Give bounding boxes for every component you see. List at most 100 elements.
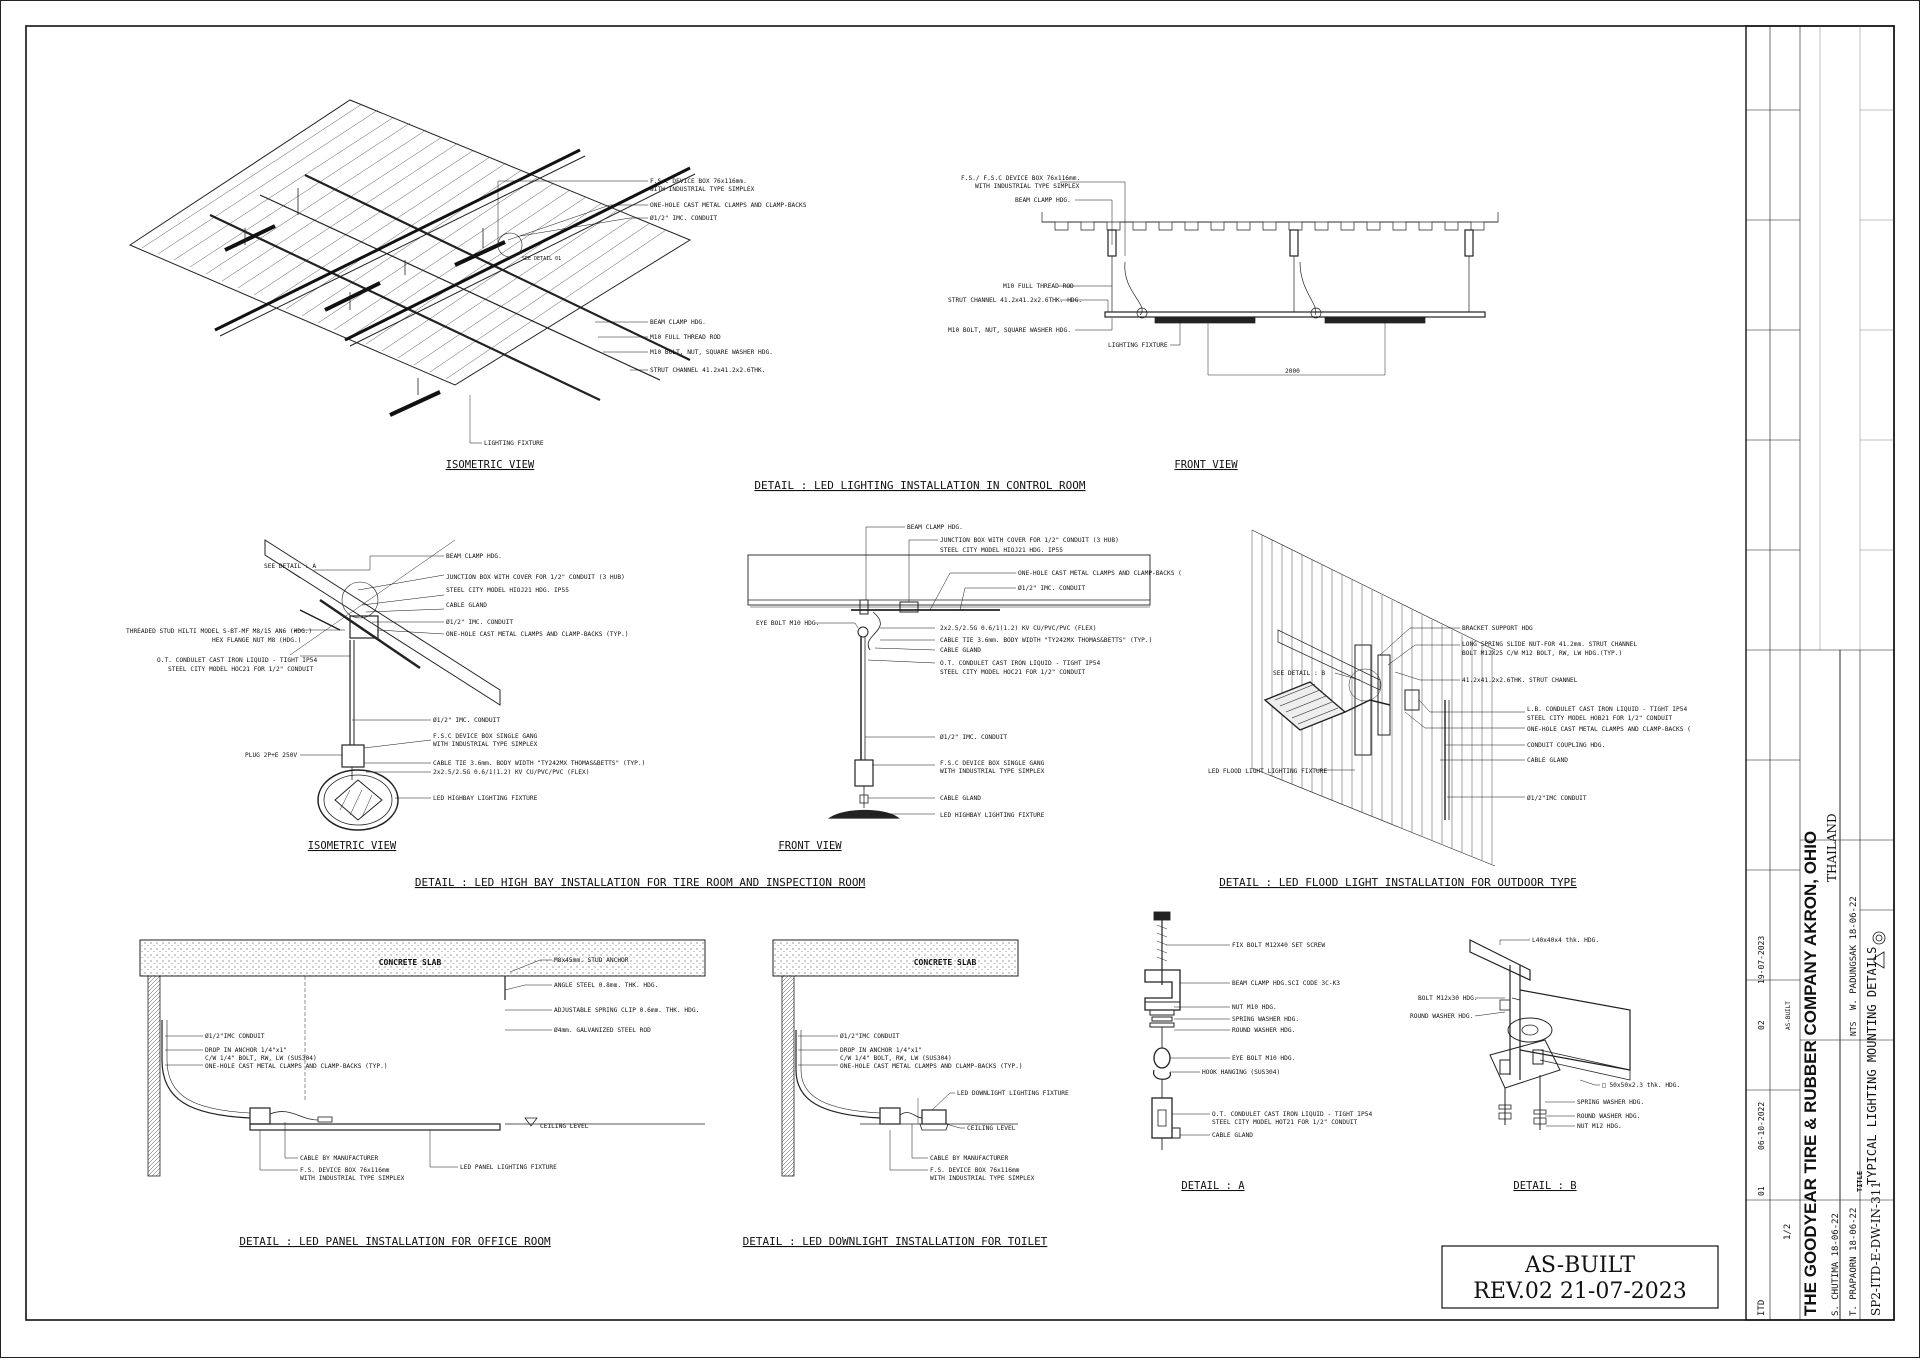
panel-label: M8x45mm. STUD ANCHOR [554, 957, 629, 964]
hb-iso-label: F.S.C DEVICE BOX SINGLE GANG [433, 733, 538, 740]
as-built-stamp: AS-BUILT REV.02 21-07-2023 [1441, 1245, 1719, 1309]
flood-label: BRACKET SUPPORT HDG [1462, 625, 1533, 632]
detail-b-leaders [1474, 939, 1600, 1127]
company-name: THE GOODYEAR TIRE & RUBBER COMPANY AKRON… [1801, 831, 1820, 1316]
iso-label: Ø1/2" IMC. CONDUIT [650, 214, 717, 222]
control-room-detail-title: DETAIL : LED LIGHTING INSTALLATION IN CO… [754, 479, 1086, 492]
hb-iso-label: SEE DETAIL : A [264, 563, 316, 570]
control-room-isometric-view [128, 99, 696, 440]
downlight-label: WITH INDUSTRIAL TYPE SIMPLEX [930, 1175, 1035, 1182]
high-bay-iso-title: ISOMETRIC VIEW [308, 840, 397, 852]
hb-front-label: BEAM CLAMP HDG. [907, 524, 963, 531]
panel-label: CONCRETE SLAB [379, 958, 442, 967]
hb-iso-label: CABLE GLAND [446, 602, 487, 609]
detail-a-label: NUT M10 HDG. [1232, 1004, 1277, 1011]
hb-front-label: ONE-HOLE CAST METAL CLAMPS AND CLAMP-BAC… [1018, 570, 1182, 577]
detail-a-label: STEEL CITY MODEL HOT21 FOR 1/2" CONDUIT [1212, 1119, 1358, 1126]
hb-iso-label: 2x2.5/2.5G 0.6/1(1.2) KV CU/PVC/PVC (FLE… [433, 769, 589, 776]
front-label: F.S./ F.S.C DEVICE BOX 76x116mm. [961, 175, 1080, 182]
high-bay-front-view [747, 554, 1151, 819]
downlight-view [772, 939, 1019, 1177]
detail-b-label: ROUND WASHER HDG. [1577, 1113, 1640, 1120]
hb-front-label: EYE BOLT M10 HDG. [756, 620, 819, 627]
panel-label: C/W 1/4" BOLT, RW, LW (SUS304) [205, 1055, 317, 1062]
downlight-label: CABLE BY MANUFACTURER [930, 1155, 1009, 1162]
panel-label: WITH INDUSTRIAL TYPE SIMPLEX [300, 1175, 405, 1182]
country: THAILAND [1825, 813, 1839, 882]
high-bay-iso-leaders [294, 555, 445, 799]
hb-front-label: LED HIGHBAY LIGHTING FIXTURE [940, 812, 1045, 819]
checked-by: S. CHUTIMA 18-06-22 [1831, 1213, 1841, 1316]
front-label: 2000 [1285, 368, 1300, 375]
hb-iso-label: PLUG 2P+E 250V [245, 752, 297, 759]
detail-a-title: DETAIL : A [1181, 1180, 1245, 1192]
front-label: WITH INDUSTRIAL TYPE SIMPLEX [975, 183, 1080, 190]
flood-label: L.B. CONDULET CAST IRON LIQUID - TIGHT I… [1527, 706, 1687, 713]
panel-label: ADJUSTABLE SPRING CLIP 0.6mm. THK. HDG. [554, 1007, 699, 1014]
rev-1-date: 06-10-2022 [1757, 1102, 1766, 1150]
hb-iso-label: O.T. CONDULET CAST IRON LIQUID - TIGHT I… [157, 657, 317, 664]
panel-label: LED PANEL LIGHTING FIXTURE [460, 1164, 557, 1171]
iso-label: LIGHTING FIXTURE [484, 440, 544, 447]
control-room-iso-labels: F.S.C DEVICE BOX 76x116mm. WITH INDUSTRI… [484, 178, 807, 447]
title-block-text: THE GOODYEAR TIRE & RUBBER COMPANY AKRON… [1757, 813, 1883, 1316]
panel-label: ONE-HOLE CAST METAL CLAMPS AND CLAMP-BAC… [205, 1063, 388, 1070]
detail-a-labels: FIX BOLT M12X40 SET SCREW BEAM CLAMP HDG… [1202, 942, 1372, 1139]
detail-b-label: BOLT M12x30 HDG. [1418, 995, 1478, 1002]
control-room-iso-leaders [469, 180, 648, 444]
rev-2-date: 19-07-2023 [1757, 936, 1766, 984]
title-block [1745, 25, 1895, 1321]
downlight-label: CONCRETE SLAB [914, 958, 977, 967]
flood-label: Ø1/2"IMC CONDUIT [1527, 794, 1587, 802]
control-room-iso-title: ISOMETRIC VIEW [446, 459, 535, 471]
hb-front-label: Ø1/2" IMC. CONDUIT [1018, 584, 1085, 592]
downlight-label: ONE-HOLE CAST METAL CLAMPS AND CLAMP-BAC… [840, 1063, 1023, 1070]
hb-iso-label: STEEL CITY MODEL HIOJ21 HDG. IP55 [446, 587, 569, 594]
panel-detail-title: DETAIL : LED PANEL INSTALLATION FOR OFFI… [239, 1235, 551, 1248]
hb-iso-label: STEEL CITY MODEL HOC21 FOR 1/2" CONDUIT [168, 666, 314, 673]
detail-b-label: NUT M12 HDG. [1577, 1123, 1622, 1130]
detail-a-label: CABLE GLAND [1212, 1132, 1253, 1139]
led-panel-labels: CONCRETE SLAB M8x45mm. STUD ANCHOR ANGLE… [205, 957, 699, 1182]
panel-label: Ø1/2"IMC CONDUIT [205, 1032, 265, 1040]
flood-label: 41.2x41.2x2.6THK. STRUT CHANNEL [1462, 677, 1578, 684]
detail-a-leaders [1166, 944, 1230, 1136]
hb-front-label: WITH INDUSTRIAL TYPE SIMPLEX [940, 768, 1045, 775]
high-bay-iso-labels: SEE DETAIL : A BEAM CLAMP HDG. JUNCTION … [126, 553, 645, 802]
iso-label: F.S.C DEVICE BOX 76x116mm. [650, 178, 747, 185]
detail-a-label: SPRING WASHER HDG. [1232, 1016, 1299, 1023]
hb-front-label: JUNCTION BOX WITH COVER FOR 1/2" CONDUIT… [940, 537, 1119, 544]
detail-b-label: SPRING WASHER HDG. [1577, 1099, 1644, 1106]
detail-a-label: FIX BOLT M12X40 SET SCREW [1232, 942, 1325, 949]
downlight-label: LED DOWNLIGHT LIGHTING FIXTURE [957, 1090, 1069, 1097]
front-label: STRUT CHANNEL 41.2x41.2x2.6THK. HDG. [948, 297, 1082, 304]
flood-label: LED FLOOD LIGHT LIGHTING FIXTURE [1208, 768, 1327, 775]
drawing-title: TYPICAL LIGHTING MOUNTING DETAILS [1865, 947, 1879, 1185]
detail-a-label: BEAM CLAMP HDG.SCI CODE 3C-K3 [1232, 980, 1340, 987]
high-bay-isometric-view [264, 539, 501, 831]
control-room-front-view [1041, 212, 1499, 376]
led-panel-leaders [165, 959, 552, 1171]
hb-front-label: O.T. CONDULET CAST IRON LIQUID - TIGHT I… [940, 660, 1100, 667]
flood-label: CABLE GLAND [1527, 757, 1568, 764]
detail-a-label: EYE BOLT M10 HDG. [1232, 1055, 1295, 1062]
downlight-label: DROP IN ANCHOR 1/4"x1" [840, 1047, 922, 1054]
high-bay-front-title: FRONT VIEW [778, 840, 842, 852]
stamp-line-1: AS-BUILT [1524, 1253, 1635, 1278]
drawn-by: T. PRAPAORN 18-06-22 [1849, 1208, 1859, 1316]
hb-iso-label: THREADED STUD HILTI MODEL S-BT-MF M8/15 … [126, 628, 312, 635]
iso-label: ONE-HOLE CAST METAL CLAMPS AND CLAMP-BAC… [650, 202, 807, 209]
detail-b-title: DETAIL : B [1513, 1180, 1576, 1192]
panel-label: ANGLE STEEL 0.8mm. THK. HDG. [554, 982, 658, 989]
panel-label: Ø4mm. GALVANIZED STEEL ROD [554, 1026, 651, 1034]
hb-iso-label: Ø1/2" IMC. CONDUIT [433, 716, 500, 724]
flood-label: ONE-HOLE CAST METAL CLAMPS AND CLAMP-BAC… [1527, 726, 1691, 733]
hb-iso-label: BEAM CLAMP HDG. [446, 553, 502, 560]
control-room-front-title: FRONT VIEW [1174, 459, 1238, 471]
flood-light-leaders [1315, 627, 1525, 798]
hb-front-label: CABLE GLAND [940, 647, 981, 654]
flood-label: STEEL CITY MODEL HOB21 FOR 1/2" CONDUIT [1527, 715, 1673, 722]
